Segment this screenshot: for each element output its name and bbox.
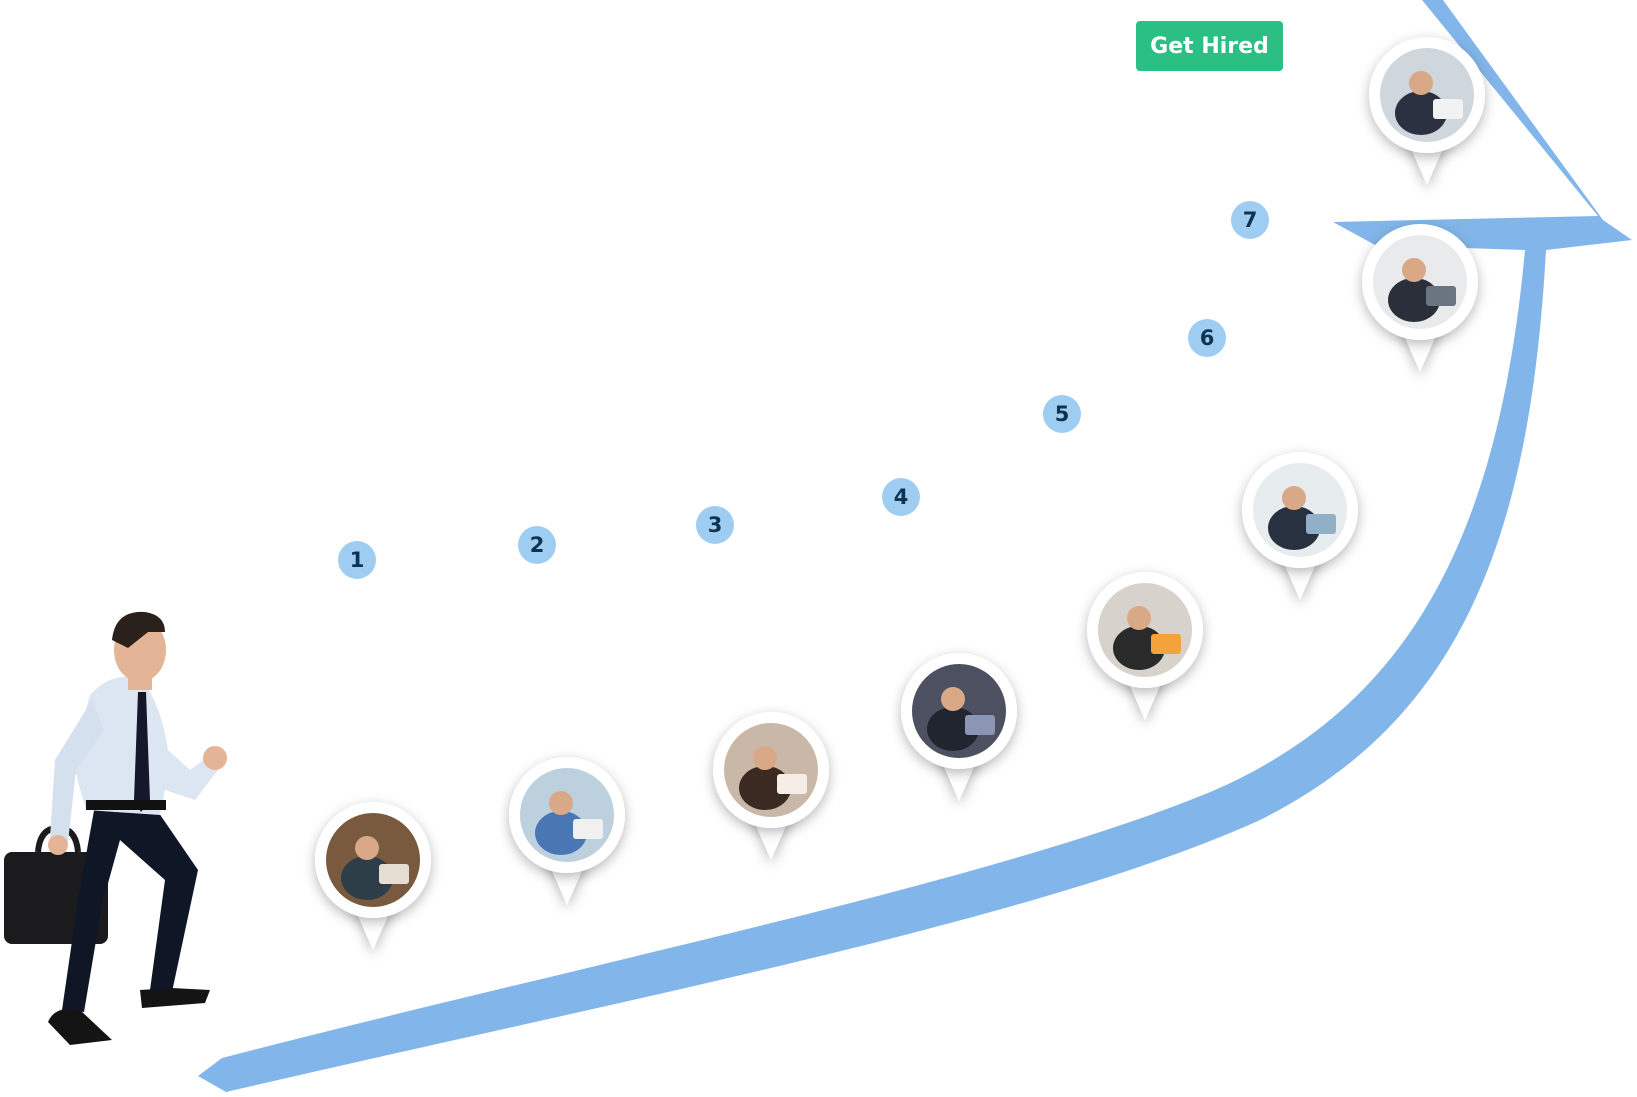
get-hired-button[interactable]: Get Hired	[1136, 21, 1283, 71]
step-pin-6	[1242, 452, 1358, 600]
step-number-badge-7: 7	[1231, 201, 1269, 239]
growth-arrow-head	[1333, 0, 1632, 250]
woman-screens-photo	[912, 664, 1006, 758]
step-pin-1	[315, 802, 431, 950]
step-pin-2	[509, 757, 625, 905]
interview-photo	[1373, 235, 1467, 329]
step-number-badge-2: 2	[518, 526, 556, 564]
woman-studying-photo	[724, 723, 818, 817]
step-number-badge-3: 3	[696, 506, 734, 544]
certification-laptop-photo	[1098, 583, 1192, 677]
step-pin-8	[1369, 37, 1485, 185]
step-number-badge-4: 4	[882, 478, 920, 516]
student-laptop-photo	[520, 768, 614, 862]
businessman-illustration	[4, 611, 227, 1045]
step-pin-7	[1362, 224, 1478, 372]
step-number-badge-5: 5	[1043, 395, 1081, 433]
growth-arrow-body	[198, 250, 1546, 1092]
step-pin-5	[1087, 572, 1203, 720]
step-number-badge-6: 6	[1188, 319, 1226, 357]
step-pin-4	[901, 653, 1017, 801]
step-number-badge-1: 1	[338, 541, 376, 579]
handshake-photo	[1380, 48, 1474, 142]
step-pin-3	[713, 712, 829, 860]
team-meeting-photo	[1253, 463, 1347, 557]
laptop-register-photo	[326, 813, 420, 907]
